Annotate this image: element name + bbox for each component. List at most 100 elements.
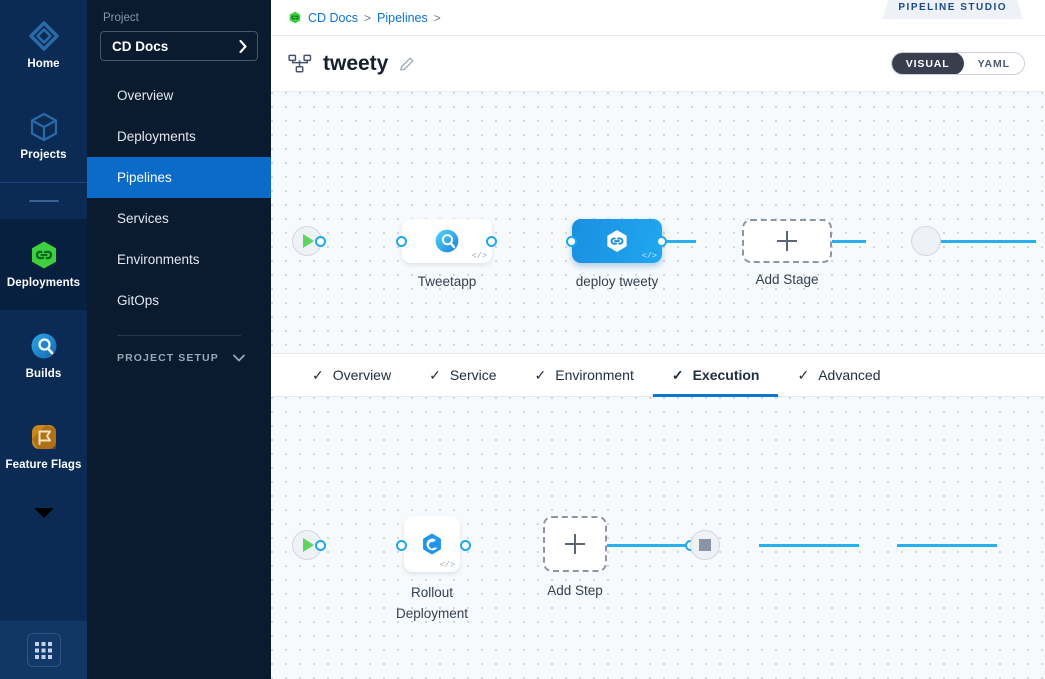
connector-dot xyxy=(460,540,471,551)
step-node-rollout-deployment[interactable]: </> xyxy=(404,516,460,572)
add-stage-button[interactable] xyxy=(742,219,832,263)
stage-label-deploy-tweety: deploy tweety xyxy=(575,274,659,289)
pipeline-studio-tab[interactable]: PIPELINE STUDIO xyxy=(882,0,1023,19)
add-step-label: Add Step xyxy=(547,583,603,598)
toggle-option-yaml[interactable]: YAML xyxy=(977,57,1010,70)
sidebar-divider xyxy=(117,335,241,336)
toggle-option-visual[interactable]: VISUAL xyxy=(891,53,964,74)
check-icon: ✓ xyxy=(312,367,324,383)
sidebar-item-pipelines[interactable]: Pipelines xyxy=(87,157,271,198)
play-start-icon xyxy=(303,538,314,552)
deployments-hex-icon xyxy=(28,239,60,271)
execution-end-node[interactable] xyxy=(690,530,720,560)
tab-environment[interactable]: ✓ Environment xyxy=(516,354,653,397)
rail-item-label: Builds xyxy=(25,368,62,381)
sidebar-item-gitops[interactable]: GitOps xyxy=(117,293,160,308)
plus-icon xyxy=(777,231,797,251)
rail-item-label: Projects xyxy=(20,149,67,162)
rail-divider xyxy=(0,182,87,183)
rail-item-label: Deployments xyxy=(6,277,81,290)
add-step-button[interactable] xyxy=(543,516,607,572)
sidebar-item-services[interactable]: Services xyxy=(117,211,169,226)
connector-dot xyxy=(315,540,326,551)
rail-item-home[interactable]: Home xyxy=(0,0,87,91)
rail-item-feature-flags[interactable]: Feature Flags xyxy=(0,401,87,492)
breadcrumb-separator: > xyxy=(364,10,372,25)
connector-dot xyxy=(396,540,407,551)
home-diamond-icon xyxy=(28,20,60,52)
visual-yaml-toggle[interactable]: VISUAL YAML xyxy=(890,52,1025,75)
tab-advanced[interactable]: ✓ Advanced xyxy=(778,354,899,397)
chevron-right-icon xyxy=(239,39,247,53)
rail-item-builds[interactable]: Builds xyxy=(0,310,87,401)
pipeline-start-node[interactable] xyxy=(292,226,322,256)
rollout-deployment-icon xyxy=(423,533,441,555)
pencil-edit-icon[interactable] xyxy=(399,56,415,72)
stage-node-deploy-tweety[interactable]: </> xyxy=(572,219,662,263)
rail-item-deployments[interactable]: Deployments xyxy=(0,219,87,310)
tab-label: Execution xyxy=(692,367,760,383)
project-hex-icon xyxy=(289,11,301,24)
primary-nav-rail: Home Projects xyxy=(0,0,87,679)
project-setup-label: PROJECT SETUP xyxy=(117,352,219,364)
build-stage-icon xyxy=(435,229,459,253)
breadcrumb-separator: > xyxy=(433,10,441,25)
stage-label-tweetapp: Tweetapp xyxy=(417,274,477,289)
rail-more-button[interactable] xyxy=(0,492,87,534)
check-icon: ✓ xyxy=(671,367,684,383)
execution-step-canvas[interactable]: </> Rollout Deployment Add Step xyxy=(271,397,1045,679)
connector-dot xyxy=(566,236,577,247)
chevron-down-icon xyxy=(233,354,245,362)
step-label-rollout-deployment: Rollout Deployment xyxy=(395,585,469,621)
connector-dot xyxy=(396,236,407,247)
edge-addstep-to-end xyxy=(897,544,997,547)
breadcrumb: CD Docs > Pipelines > PIPELINE STUDIO xyxy=(271,0,1045,36)
tab-execution[interactable]: ✓ Execution xyxy=(652,354,779,397)
rail-item-projects[interactable]: Projects xyxy=(0,91,87,182)
rail-item-label: Feature Flags xyxy=(5,459,82,472)
breadcrumb-link-cd-docs[interactable]: CD Docs xyxy=(308,10,359,25)
code-marker: </> xyxy=(471,251,487,261)
tab-service[interactable]: ✓ Service xyxy=(410,354,515,397)
pipeline-end-node-hidden xyxy=(911,226,941,256)
rail-item-label: Home xyxy=(27,58,60,71)
cube-icon xyxy=(28,111,60,143)
project-selector[interactable]: CD Docs xyxy=(100,31,258,61)
tab-label: Environment xyxy=(555,367,634,383)
stage-canvas[interactable]: </> Tweetapp </> xyxy=(271,92,1045,354)
plus-icon xyxy=(565,534,585,554)
edge-start-to-rollout xyxy=(596,544,696,547)
tab-overview[interactable]: ✓ Overview xyxy=(293,354,410,397)
stage-node-tweetapp[interactable]: </> xyxy=(402,219,492,263)
check-icon: ✓ xyxy=(797,367,810,383)
deploy-hex-icon xyxy=(607,230,627,252)
tab-label: Service xyxy=(449,367,497,383)
check-icon: ✓ xyxy=(534,367,547,383)
rail-collapse-handle[interactable] xyxy=(0,183,87,219)
breadcrumb-link-pipelines[interactable]: Pipelines xyxy=(377,10,428,25)
play-start-icon xyxy=(303,234,314,248)
add-stage-label: Add Stage xyxy=(755,272,819,287)
project-section-label: Project xyxy=(103,12,139,24)
sidebar-item-deployments[interactable]: Deployments xyxy=(117,129,196,144)
sidebar-item-overview[interactable]: Overview xyxy=(117,88,174,103)
pipeline-tree-icon xyxy=(288,54,312,72)
main-content: CD Docs > Pipelines > PIPELINE STUDIO tw… xyxy=(271,0,1045,679)
code-marker: </> xyxy=(439,560,455,570)
feature-flags-icon xyxy=(28,421,60,453)
edge-rollout-to-addstep xyxy=(759,544,859,547)
project-setup-toggle[interactable]: PROJECT SETUP xyxy=(87,336,271,380)
project-sidebar: Project CD Docs Overview Deployments Pip… xyxy=(87,0,271,679)
grid-apps-icon[interactable] xyxy=(26,633,61,667)
project-nav: Overview Deployments Pipelines Services … xyxy=(87,75,271,321)
connector-dot xyxy=(656,236,667,247)
connector-dot xyxy=(315,236,326,247)
check-icon: ✓ xyxy=(429,367,441,383)
connector-dot xyxy=(486,236,497,247)
sidebar-item-environments[interactable]: Environments xyxy=(117,252,200,267)
chevron-down-icon xyxy=(33,507,54,518)
code-marker: </> xyxy=(641,251,657,261)
stage-config-tabs: ✓ Overview ✓ Service ✓ Environment ✓ Exe… xyxy=(271,354,1045,397)
stop-end-icon xyxy=(699,539,711,551)
page-title: tweety xyxy=(323,51,389,75)
